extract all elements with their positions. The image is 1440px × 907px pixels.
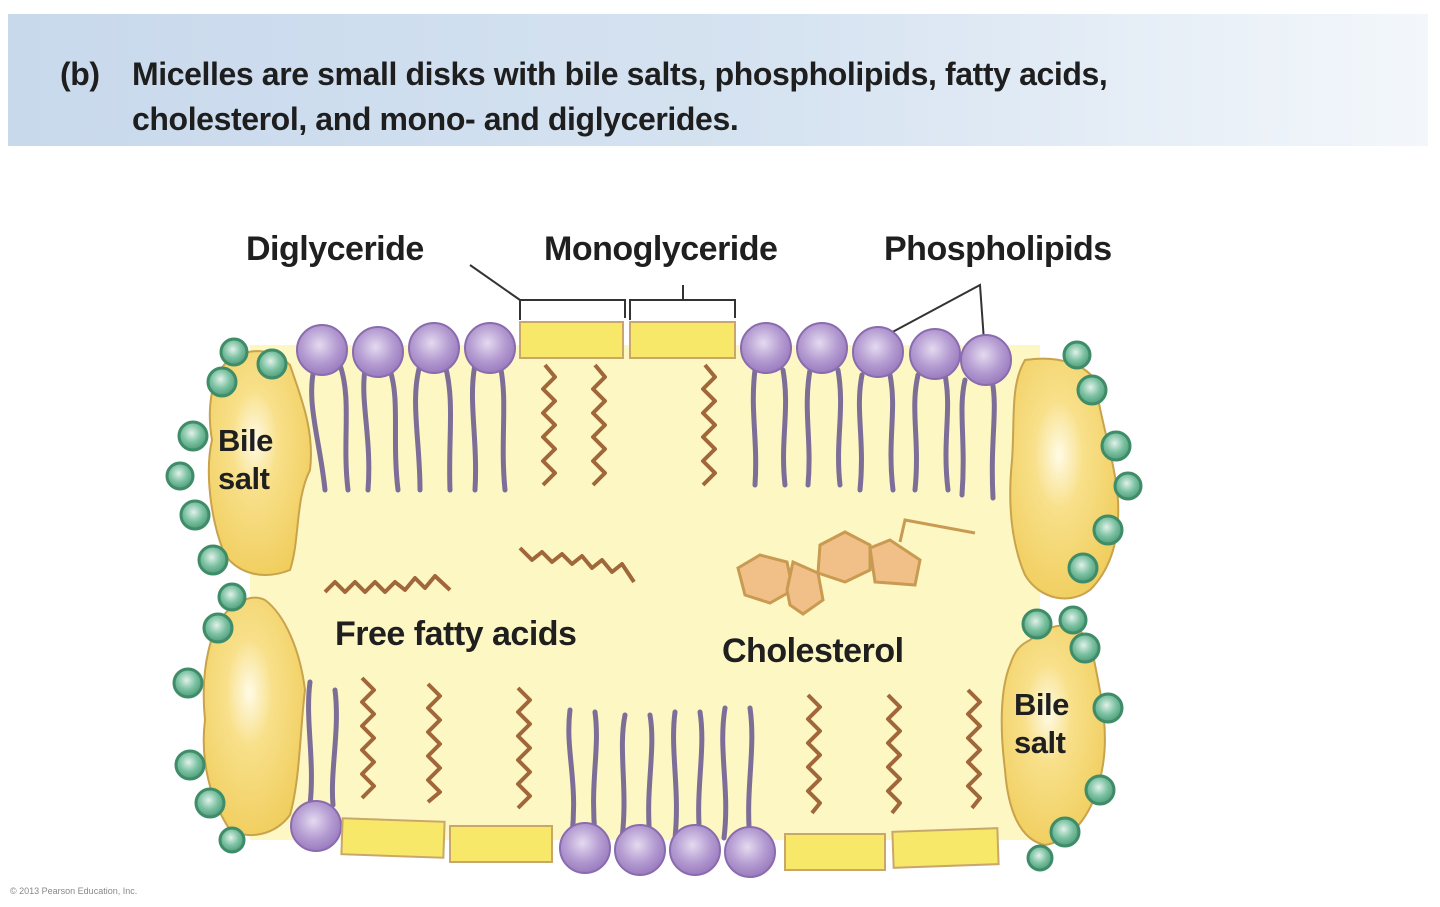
fatty-acid-chains-bottom [360, 676, 982, 815]
bile-salt-right-bottom [1000, 605, 1124, 872]
fatty-acid-chains-top [541, 363, 717, 487]
label-bile-salt-left-line2: salt [218, 461, 270, 496]
caption-line-2: cholesterol, and mono- and diglycerides. [132, 101, 739, 137]
caption-line-1: Micelles are small disks with bile salts… [132, 56, 1108, 92]
part-tag: (b) [60, 56, 100, 92]
label-bile-salt-right: Bile salt [1014, 686, 1069, 762]
label-bile-salt-left-line1: Bile [218, 423, 273, 458]
bile-salt-left-bottom [172, 582, 307, 854]
glyceride-blocks-top [519, 321, 736, 359]
phospholipid-heads-bottom [290, 800, 776, 878]
caption-text: (b) Micelles are small disks with bile sa… [60, 52, 1108, 142]
phospholipid-heads-top-right [740, 322, 1012, 386]
label-bile-salt-right-line1: Bile [1014, 687, 1069, 722]
copyright-notice: © 2013 Pearson Education, Inc. [10, 886, 138, 896]
leader-lines [469, 264, 986, 356]
bile-salt-left-top [165, 337, 312, 576]
label-bile-salt-left: Bile salt [218, 422, 273, 498]
phospholipid-tails-bottom [306, 679, 755, 843]
free-fatty-acids [323, 546, 636, 594]
bile-salt-right-top [1009, 340, 1143, 600]
label-diglyceride: Diglyceride [246, 230, 424, 268]
phospholipid-tails-top-left [309, 362, 508, 493]
caption-banner: (b) Micelles are small disks with bile sa… [8, 14, 1428, 146]
label-cholesterol: Cholesterol [722, 632, 904, 670]
glyceride-blocks-bottom [340, 817, 1000, 871]
phospholipid-tails-top-right [750, 367, 997, 501]
label-phospholipids: Phospholipids [884, 230, 1112, 268]
cholesterol-molecule [736, 518, 976, 616]
phospholipid-heads-top-left [296, 322, 516, 378]
label-bile-salt-right-line2: salt [1014, 725, 1066, 760]
label-free-fatty-acids: Free fatty acids [335, 615, 577, 653]
label-monoglyceride: Monoglyceride [544, 230, 778, 268]
